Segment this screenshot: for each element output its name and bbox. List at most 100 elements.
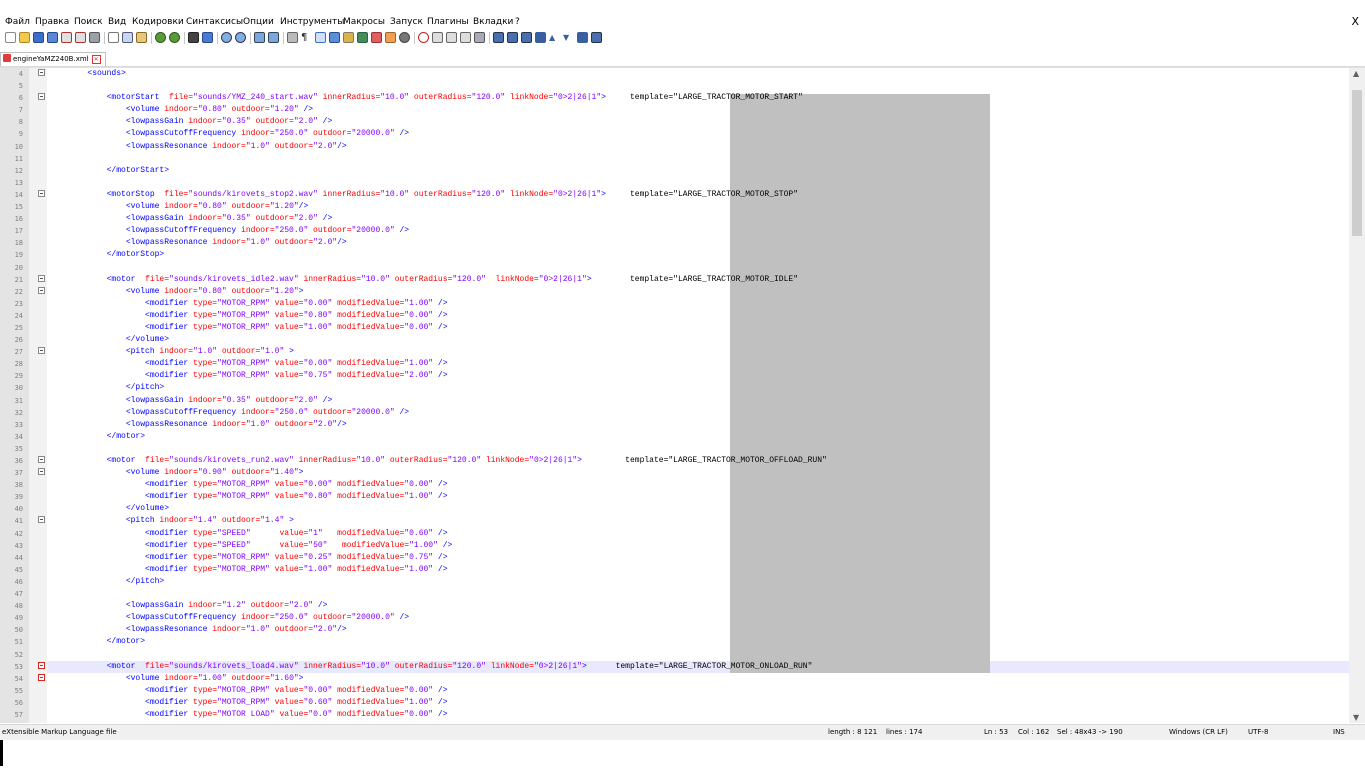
- code-line[interactable]: 10 <lowpassResonance indoor="1.0" outdoo…: [0, 141, 1348, 153]
- move-up-icon[interactable]: ▲: [549, 33, 556, 42]
- fold-toggle-icon[interactable]: [38, 468, 45, 476]
- fold-toggle-icon[interactable]: [38, 661, 45, 669]
- code-line[interactable]: 48 <lowpassGain indoor="1.2" outdoor="2.…: [0, 600, 1348, 612]
- code-line[interactable]: 17 <lowpassCutoffFrequency indoor="250.0…: [0, 225, 1348, 237]
- open-file-icon[interactable]: [19, 32, 30, 43]
- language-icon[interactable]: [329, 32, 340, 43]
- find-icon[interactable]: [188, 32, 199, 43]
- doc-map-icon[interactable]: [343, 32, 354, 43]
- menu-encoding[interactable]: Кодировки: [132, 17, 184, 27]
- vertical-scrollbar[interactable]: ▲ ▼: [1349, 68, 1365, 723]
- code-line[interactable]: 51 </motor>: [0, 636, 1348, 648]
- sync-vertical-icon[interactable]: [254, 32, 265, 43]
- sync-horizontal-icon[interactable]: [268, 32, 279, 43]
- menu-run[interactable]: Запуск: [390, 17, 423, 27]
- fold-toggle-icon[interactable]: [38, 516, 45, 524]
- menu-help[interactable]: ?: [515, 17, 520, 27]
- menu-options[interactable]: Опции: [243, 17, 274, 27]
- folder-workspace-icon[interactable]: [371, 32, 382, 43]
- code-line[interactable]: 42 <modifier type="SPEED" value="1" modi…: [0, 528, 1348, 540]
- code-line[interactable]: 35: [0, 443, 1348, 455]
- save-macro-icon[interactable]: [474, 32, 485, 43]
- code-line[interactable]: 5: [0, 80, 1348, 92]
- fold-toggle-icon[interactable]: [38, 274, 45, 282]
- code-line[interactable]: 19 </motorStop>: [0, 249, 1348, 261]
- code-line[interactable]: 46 </pitch>: [0, 576, 1348, 588]
- copy-icon[interactable]: [122, 32, 133, 43]
- code-line[interactable]: 4 <sounds>: [0, 68, 1348, 80]
- plugin-b-icon[interactable]: [507, 32, 518, 43]
- fold-toggle-icon[interactable]: [38, 673, 45, 681]
- tab-close-icon[interactable]: ✕: [91, 55, 101, 64]
- redo-icon[interactable]: [169, 32, 180, 43]
- plugin-d-icon[interactable]: [535, 32, 546, 43]
- code-line[interactable]: 6 <motorStart file="sounds/YMZ_240_start…: [0, 92, 1348, 104]
- plugin-e-icon[interactable]: [577, 32, 588, 43]
- code-line[interactable]: 12 </motorStart>: [0, 165, 1348, 177]
- cut-icon[interactable]: [108, 32, 119, 43]
- code-line[interactable]: 41 <pitch indoor="1.4" outdoor="1.4" >: [0, 515, 1348, 527]
- code-line[interactable]: 13: [0, 177, 1348, 189]
- close-all-icon[interactable]: [75, 32, 86, 43]
- scroll-down-icon[interactable]: ▼: [1353, 713, 1360, 722]
- menu-macros[interactable]: Макросы: [343, 17, 385, 27]
- save-all-icon[interactable]: [47, 32, 58, 43]
- fold-toggle-icon[interactable]: [38, 69, 45, 76]
- plugin-c-icon[interactable]: [521, 32, 532, 43]
- code-line[interactable]: 40 </volume>: [0, 503, 1348, 515]
- code-line[interactable]: 55 <modifier type="MOTOR_RPM" value="0.0…: [0, 685, 1348, 697]
- stop-macro-icon[interactable]: [432, 32, 443, 43]
- code-line[interactable]: 27 <pitch indoor="1.0" outdoor="1.0" >: [0, 346, 1348, 358]
- fold-toggle-icon[interactable]: [38, 347, 45, 355]
- fold-toggle-icon[interactable]: [38, 286, 45, 294]
- code-line[interactable]: 34 </motor>: [0, 431, 1348, 443]
- code-line[interactable]: 8 <lowpassGain indoor="0.35" outdoor="2.…: [0, 116, 1348, 128]
- menu-view[interactable]: Вид: [108, 17, 127, 27]
- code-line[interactable]: 29 <modifier type="MOTOR_RPM" value="0.7…: [0, 370, 1348, 382]
- code-line[interactable]: 25 <modifier type="MOTOR_RPM" value="1.0…: [0, 322, 1348, 334]
- indent-guide-icon[interactable]: [315, 32, 326, 43]
- code-line[interactable]: 33 <lowpassResonance indoor="1.0" outdoo…: [0, 419, 1348, 431]
- plugin-a-icon[interactable]: [493, 32, 504, 43]
- replace-icon[interactable]: [202, 32, 213, 43]
- menu-search[interactable]: Поиск: [74, 17, 103, 27]
- record-macro-icon[interactable]: [418, 32, 429, 43]
- code-line[interactable]: 14 <motorStop file="sounds/kirovets_stop…: [0, 189, 1348, 201]
- plugin-f-icon[interactable]: [591, 32, 602, 43]
- code-line[interactable]: 23 <modifier type="MOTOR_RPM" value="0.0…: [0, 298, 1348, 310]
- code-line[interactable]: 11: [0, 153, 1348, 165]
- code-line[interactable]: 37 <volume indoor="0.90" outdoor="1.40">: [0, 467, 1348, 479]
- code-line[interactable]: 53 <motor file="sounds/kirovets_load4.wa…: [0, 661, 1348, 673]
- show-all-chars-icon[interactable]: ¶: [301, 32, 312, 43]
- code-line[interactable]: 18 <lowpassResonance indoor="1.0" outdoo…: [0, 237, 1348, 249]
- menu-plugins[interactable]: Плагины: [427, 17, 469, 27]
- code-line[interactable]: 22 <volume indoor="0.80" outdoor="1.20">: [0, 286, 1348, 298]
- code-line[interactable]: 49 <lowpassCutoffFrequency indoor="250.0…: [0, 612, 1348, 624]
- menu-tools[interactable]: Инструменты: [280, 17, 345, 27]
- menu-edit[interactable]: Правка: [35, 17, 70, 27]
- tab-document[interactable]: engineYaMZ240B.xml✕: [0, 52, 106, 66]
- code-line[interactable]: 43 <modifier type="SPEED" value="50" mod…: [0, 540, 1348, 552]
- code-line[interactable]: 9 <lowpassCutoffFrequency indoor="250.0"…: [0, 128, 1348, 140]
- code-line[interactable]: 31 <lowpassGain indoor="0.35" outdoor="2…: [0, 395, 1348, 407]
- play-macro-icon[interactable]: [446, 32, 457, 43]
- zoom-out-icon[interactable]: [235, 32, 246, 43]
- close-document-button[interactable]: X: [1351, 15, 1359, 28]
- code-line[interactable]: 38 <modifier type="MOTOR_RPM" value="0.0…: [0, 479, 1348, 491]
- paste-icon[interactable]: [136, 32, 147, 43]
- code-line[interactable]: 16 <lowpassGain indoor="0.35" outdoor="2…: [0, 213, 1348, 225]
- code-line[interactable]: 30 </pitch>: [0, 382, 1348, 394]
- move-down-icon[interactable]: ▼: [563, 33, 570, 42]
- code-line[interactable]: 24 <modifier type="MOTOR_RPM" value="0.8…: [0, 310, 1348, 322]
- run-macro-multiple-icon[interactable]: [460, 32, 471, 43]
- scroll-thumb[interactable]: [1352, 90, 1362, 236]
- monitoring-icon[interactable]: [385, 32, 396, 43]
- scroll-up-icon[interactable]: ▲: [1353, 69, 1360, 78]
- code-line[interactable]: 54 <volume indoor="1.00" outdoor="1.60">: [0, 673, 1348, 685]
- print-icon[interactable]: [89, 32, 100, 43]
- code-line[interactable]: 44 <modifier type="MOTOR_RPM" value="0.2…: [0, 552, 1348, 564]
- menu-tabs[interactable]: Вкладки: [473, 17, 514, 27]
- menu-file[interactable]: Файл: [5, 17, 30, 27]
- eye-icon[interactable]: [399, 32, 410, 43]
